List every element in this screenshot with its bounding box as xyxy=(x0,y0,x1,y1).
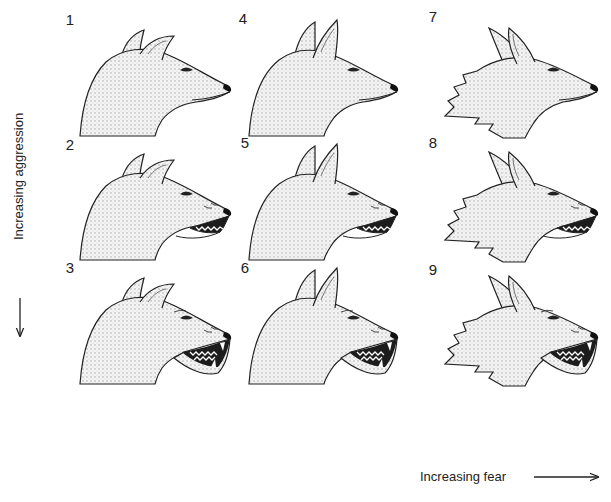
axis-arrow xyxy=(534,476,598,477)
dog-head xyxy=(249,144,398,260)
callout-number: 4 xyxy=(239,10,247,27)
callout-number: 9 xyxy=(429,261,437,278)
dog-head xyxy=(80,154,231,260)
callout-number: 8 xyxy=(429,134,437,151)
callout-number: 3 xyxy=(66,259,74,276)
dog-head xyxy=(445,28,598,138)
axis-label: Increasing fear xyxy=(420,470,506,485)
axis-label: Increasing aggression xyxy=(13,112,28,239)
callout-number: 5 xyxy=(241,134,249,151)
callout-number: 6 xyxy=(241,259,249,276)
dog-head xyxy=(445,276,598,386)
dog-head xyxy=(249,268,398,384)
dog-head xyxy=(249,20,398,136)
axis-arrow xyxy=(19,298,20,336)
callout-number: 7 xyxy=(429,8,437,25)
callout-number: 1 xyxy=(66,11,74,28)
dog-head xyxy=(80,278,231,384)
dog-head xyxy=(80,30,231,136)
dog-head xyxy=(445,152,598,262)
callout-number: 2 xyxy=(66,136,74,153)
